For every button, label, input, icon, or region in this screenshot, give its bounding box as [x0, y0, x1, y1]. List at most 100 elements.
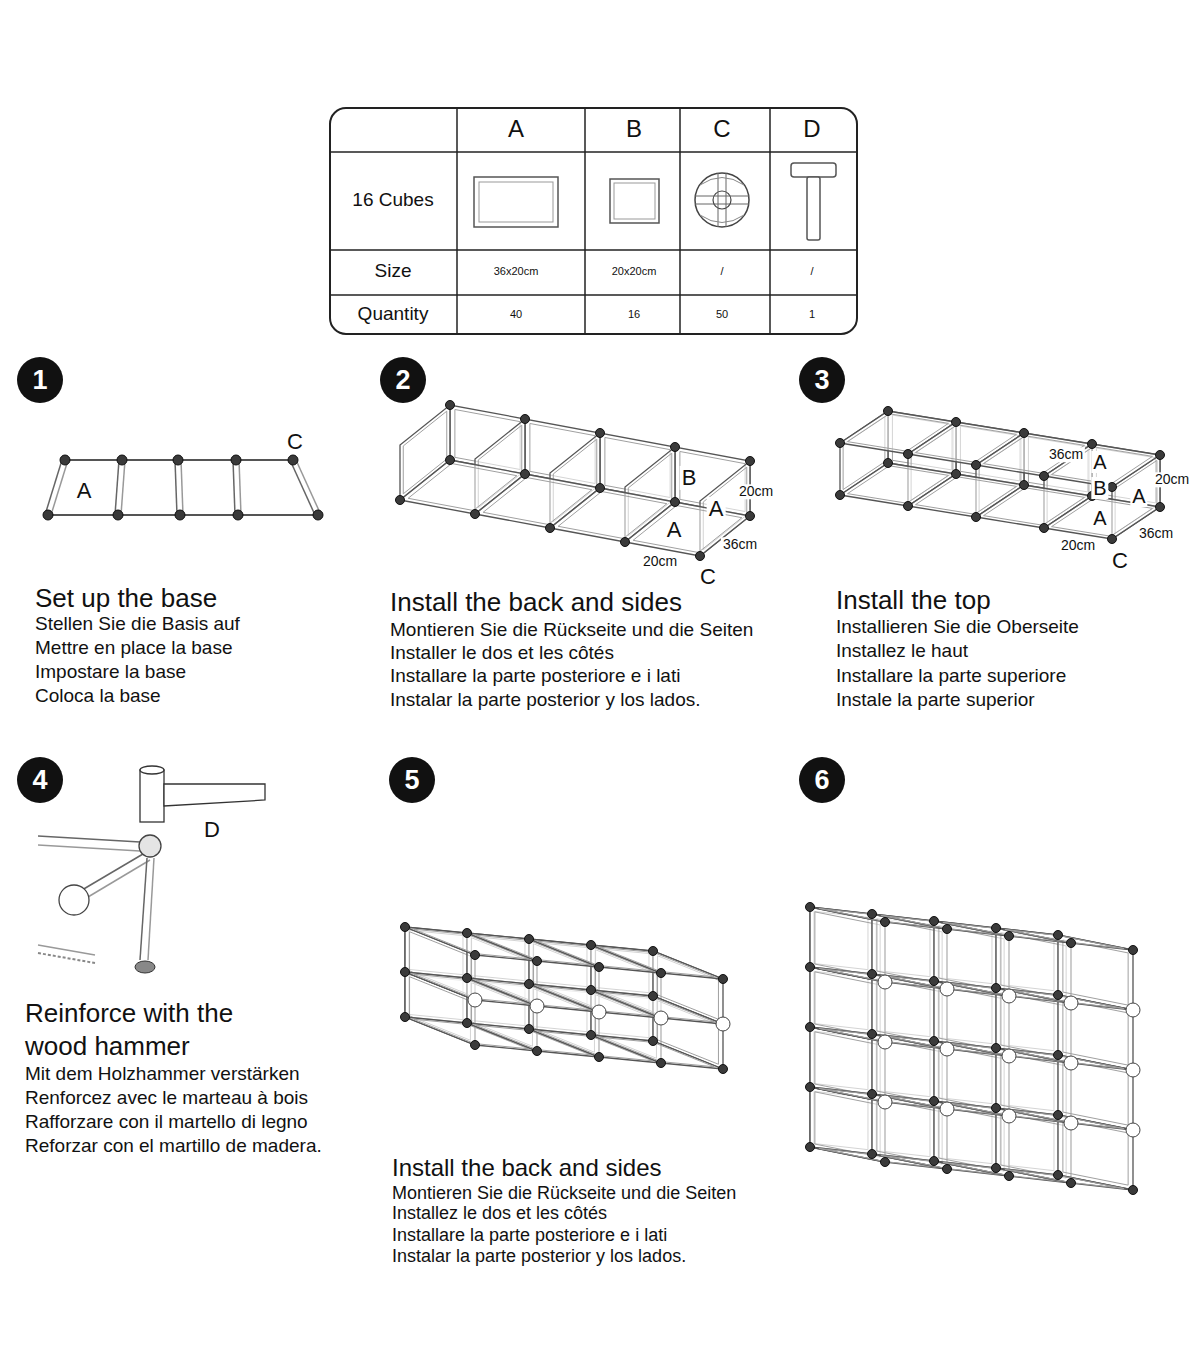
connector: [1064, 1116, 1078, 1130]
caption-text: Coloca la base: [35, 686, 161, 707]
connector: [992, 1044, 1001, 1053]
connector: [587, 986, 596, 995]
connector: [1054, 1111, 1063, 1120]
part-letter: B: [1091, 477, 1108, 499]
connector: [1064, 996, 1078, 1010]
caption-text: Installare la parte posteriore e i lati: [390, 666, 680, 687]
connector: [621, 538, 630, 547]
connector: [401, 923, 410, 932]
connector: [836, 439, 845, 448]
connector: [746, 457, 755, 466]
panel: [872, 974, 1009, 996]
dimension: 36cm: [721, 537, 759, 552]
connector: [884, 459, 893, 468]
connector: [940, 1042, 954, 1056]
mallet-head: [140, 766, 164, 774]
connector: [972, 461, 981, 470]
panel: [591, 1035, 723, 1069]
frame-rod: [88, 860, 150, 897]
panel: [996, 1108, 1133, 1130]
part-letter: C: [1110, 549, 1130, 573]
mallet-icon: [791, 163, 836, 177]
mallet-handle: [164, 784, 265, 806]
connector: [930, 1037, 939, 1046]
panel: [934, 1041, 1071, 1063]
panel-frame: [600, 1037, 715, 1067]
connector: [940, 1102, 954, 1116]
connector: [806, 903, 815, 912]
panel: [996, 928, 1133, 950]
connector: [1020, 429, 1029, 438]
panel-frame: [815, 1032, 880, 1097]
frame-rod: [38, 953, 95, 963]
rung: [121, 460, 125, 515]
rung: [239, 460, 241, 515]
caption-text: Installieren Sie die Oberseite: [836, 617, 1079, 638]
connector: [930, 1157, 939, 1166]
connector-icon: [695, 173, 749, 227]
connector: [1108, 535, 1117, 544]
connector: [1040, 472, 1049, 481]
connector: [175, 510, 185, 520]
table-cell: 50: [716, 308, 728, 320]
connector: [401, 1013, 410, 1022]
connector: [992, 984, 1001, 993]
connector-icon: [713, 191, 731, 209]
part-letter: B: [680, 466, 699, 490]
connector: [463, 974, 472, 983]
table-cell: 1: [809, 308, 815, 320]
connector-icon: [700, 178, 744, 223]
caption-text: Instale la parte superior: [836, 690, 1035, 711]
connector: [1108, 483, 1117, 492]
connector: [1040, 524, 1049, 533]
table-frame: [330, 108, 857, 334]
connector: [649, 947, 658, 956]
table-rule: [330, 294, 857, 296]
panel-frame: [1063, 940, 1128, 1005]
panel-icon: [614, 183, 655, 219]
connector: [471, 951, 480, 960]
connector: [696, 552, 705, 561]
rung: [296, 460, 321, 515]
panel-frame: [819, 1148, 938, 1167]
panel-frame: [600, 947, 715, 977]
panel: [996, 1048, 1133, 1070]
connector: [884, 407, 893, 416]
step-number: 1: [17, 357, 63, 403]
connector: [530, 999, 544, 1013]
connector: [836, 491, 845, 500]
step-number: 6: [799, 757, 845, 803]
row-header: 16 Cubes: [352, 190, 433, 211]
connector-icon: [695, 196, 749, 197]
connector: [1054, 1051, 1063, 1060]
hammer-detail: [38, 766, 265, 973]
caption-text: Installer le dos et les côtés: [390, 643, 614, 664]
table-cell: 20x20cm: [612, 265, 657, 277]
panel: [872, 1094, 1009, 1116]
mallet-icon: [807, 177, 820, 240]
connector: [930, 917, 939, 926]
part-letter: C: [285, 430, 305, 454]
panel: [934, 981, 1071, 1003]
connector: [930, 977, 939, 986]
part-letter: A: [707, 497, 726, 521]
connector: [868, 1090, 877, 1099]
panel-frame: [939, 926, 1004, 991]
connector: [596, 484, 605, 493]
connector: [1156, 451, 1165, 460]
step-number: 5: [389, 757, 435, 803]
connector: [1088, 440, 1097, 449]
connector: [463, 929, 472, 938]
table-rule: [679, 108, 681, 334]
caption-text: Montieren Sie die Rückseite und die Seit…: [392, 1184, 736, 1204]
panel: [591, 990, 723, 1024]
step-number-text: 3: [814, 367, 829, 394]
connector: [533, 1047, 542, 1056]
step-number: 3: [799, 357, 845, 403]
connector: [525, 980, 534, 989]
connector: [654, 1011, 668, 1025]
panel-frame: [881, 1155, 1000, 1174]
connector: [59, 885, 89, 915]
frame-rod: [38, 836, 140, 842]
part-letter: A: [665, 518, 684, 542]
